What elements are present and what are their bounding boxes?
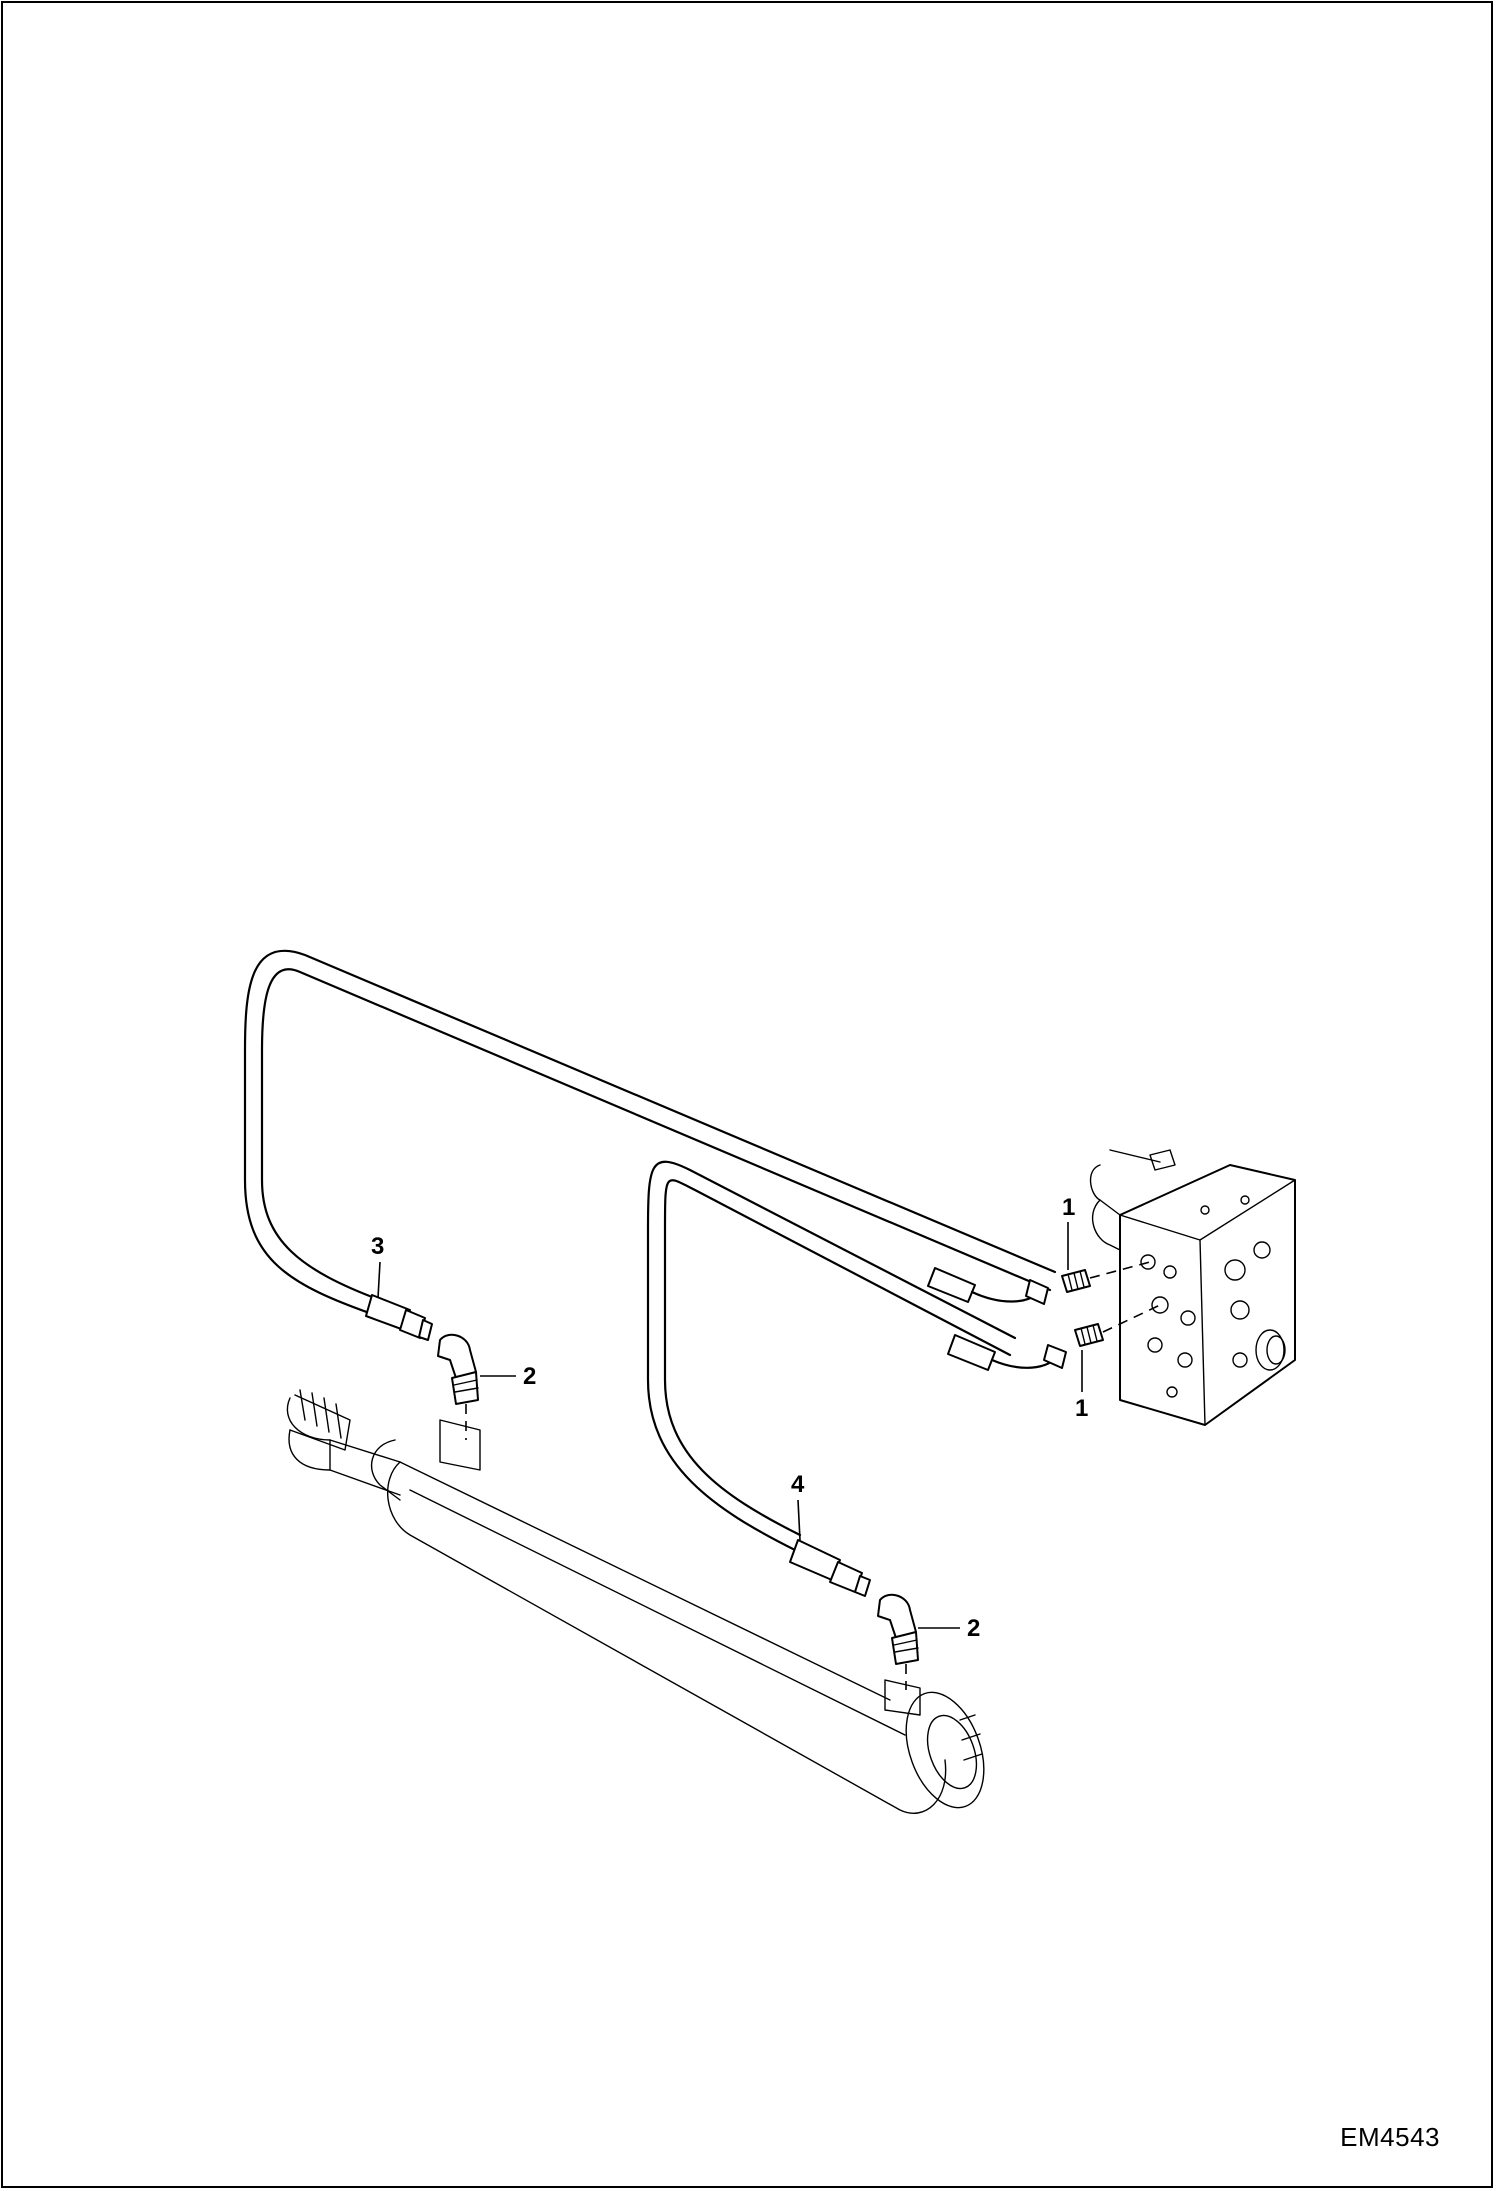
- hydraulic-cylinder: [286, 1389, 985, 1814]
- callout-2-left: 2: [523, 1363, 536, 1390]
- elbow-fitting-left: [437, 1333, 479, 1405]
- callout-1-lower: 1: [1075, 1395, 1088, 1422]
- assembly-lines: [465, 1261, 1161, 1690]
- adapter-fitting-upper: [1061, 1269, 1091, 1293]
- callout-4: 4: [791, 1471, 805, 1498]
- elbow-fitting-right: [877, 1593, 919, 1665]
- figure-code: EM4543: [1340, 2122, 1440, 2152]
- hose-3: [243, 949, 1057, 1341]
- callout-1-upper: 1: [1062, 1194, 1075, 1221]
- callout-3: 3: [371, 1233, 384, 1260]
- hose-4: [646, 1160, 1017, 1597]
- control-valve-block: [1089, 1149, 1296, 1426]
- leader-lines: [377, 1222, 1083, 1629]
- callout-2-right: 2: [967, 1615, 980, 1642]
- adapter-fitting-lower: [1074, 1323, 1104, 1347]
- valve-hose-ends: [927, 1267, 1067, 1371]
